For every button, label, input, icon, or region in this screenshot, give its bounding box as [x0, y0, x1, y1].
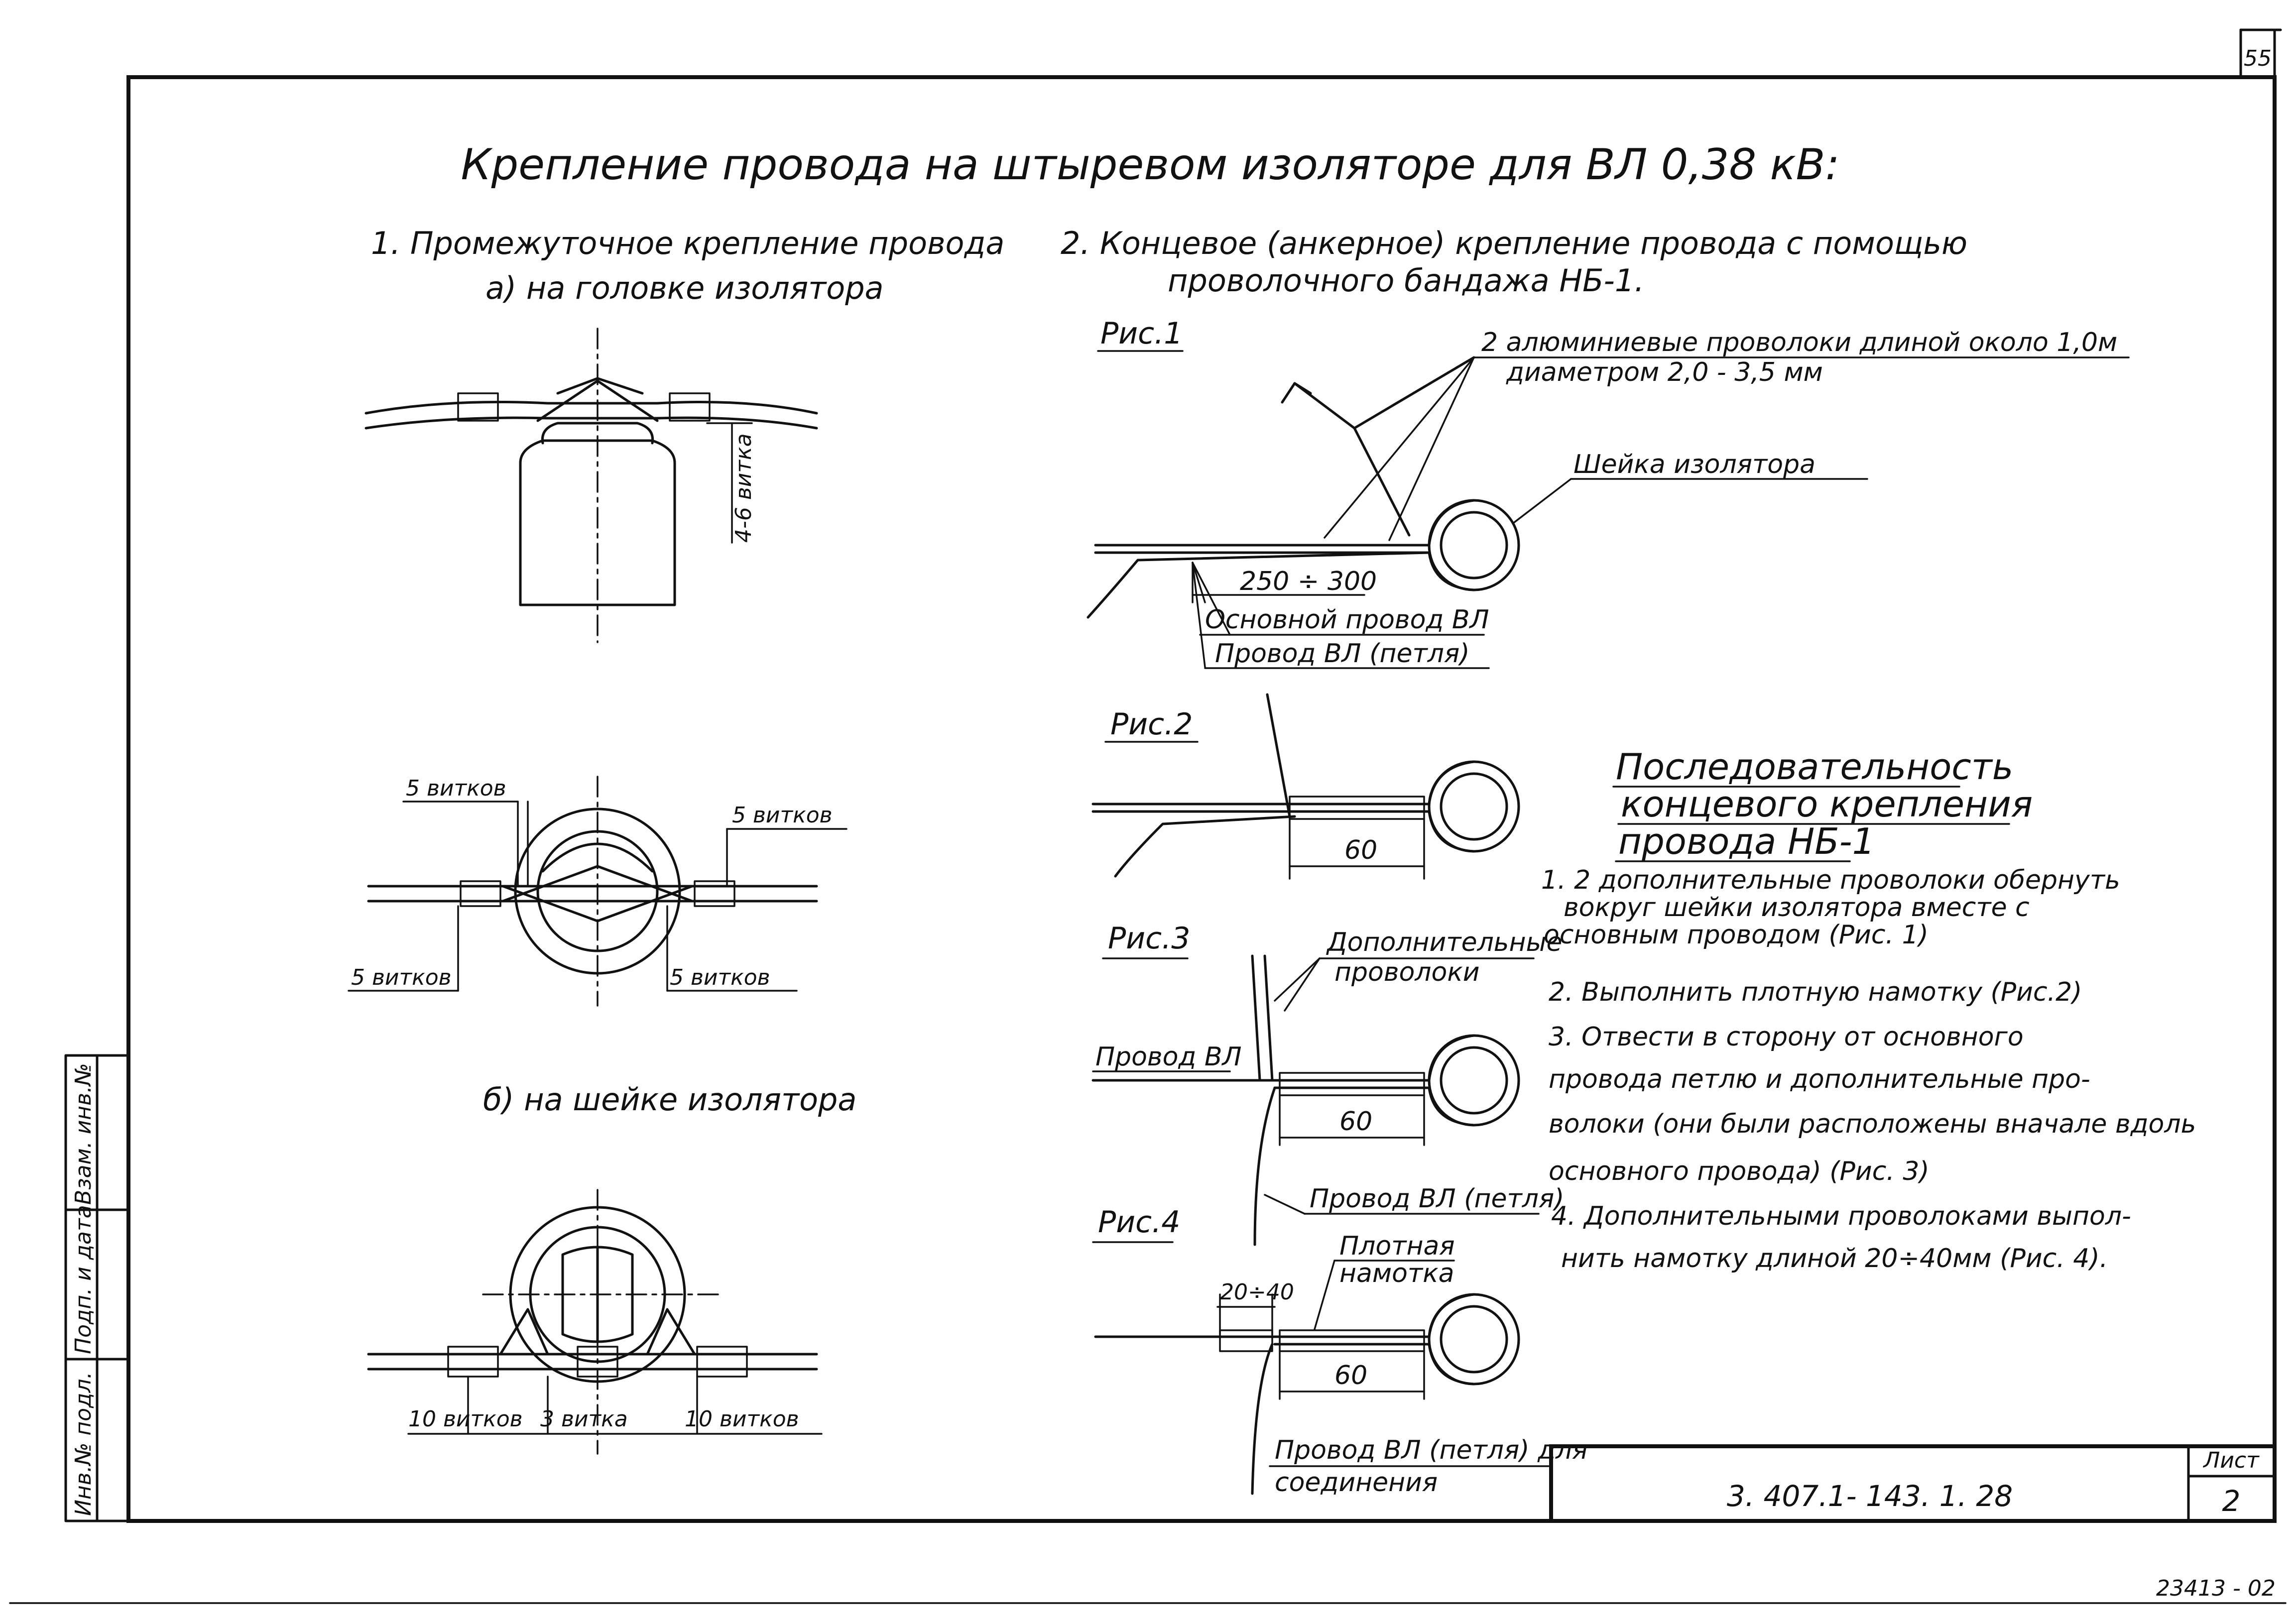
side-strip: Инв.№ подл. Подп. и дата Взам. инв.№ [64, 1054, 130, 1522]
label-neck-left: 10 витков [408, 1406, 523, 1432]
section1-sub-b: б) на шейке изолятора [483, 1081, 856, 1118]
fig1-wires-line2: диаметром 2,0 - 3,5 мм [1506, 357, 1823, 387]
page-number: 55 [2244, 46, 2272, 71]
fig1-loop-wire: Провод ВЛ (петля) [1215, 639, 1470, 669]
seq-step2: 2. Выполнить плотную намотку (Рис.2) [1549, 977, 2082, 1007]
figure-1: Рис.1 2 алюминиевые проволоки длиной око… [1087, 316, 2130, 669]
fig3-dim: 60 [1339, 1107, 1372, 1137]
fig3-extra-line2: проволоки [1334, 957, 1480, 987]
fig1-dim: 250 ÷ 300 [1240, 567, 1377, 596]
seq-step3-line3: волоки (они были расположены вначале вдо… [1549, 1109, 2196, 1139]
seq-heading-line3: провода НБ-1 [1618, 820, 1875, 862]
fig1-wires-line1: 2 алюминиевые проволоки длиной около 1,0… [1481, 328, 2117, 357]
fig3-label: Рис.3 [1108, 921, 1190, 956]
label-turns-head: 4-6 витка [731, 433, 756, 543]
insulator-neck-view: 10 витков 3 витка 10 витков [367, 1189, 823, 1455]
fig4-label: Рис.4 [1098, 1205, 1180, 1240]
side-podp-data: Подп. и дата [71, 1205, 96, 1354]
drawing-frame: 55 [9, 28, 2287, 1604]
fig1-main-wire: Основной провод ВЛ [1205, 605, 1489, 635]
sequence-block: Последовательность концевого крепления п… [1541, 746, 2196, 1274]
stamp-sheet-label: Лист [2202, 1448, 2260, 1473]
label-bottom-left: 5 витков [351, 965, 452, 990]
side-vzam-inv: Взам. инв.№ [71, 1063, 96, 1205]
seq-step4-line2: нить намотку длиной 20÷40мм (Рис. 4). [1561, 1244, 2108, 1274]
label-neck-mid: 3 витка [540, 1406, 628, 1432]
figure-3: Рис.3 Дополнительные проволоки Провод ВЛ… [1091, 921, 1565, 1246]
figure-4: Рис.4 Плотная намотка 20÷40 60 Провод ВЛ… [1092, 1205, 1588, 1498]
footer-code: 23413 - 02 [2156, 1576, 2276, 1601]
seq-step4-line1: 4. Дополнительными проволоками выпол- [1551, 1201, 2131, 1231]
fig4-join-line1: Провод ВЛ (петля) для [1275, 1435, 1588, 1465]
page-title: Крепление провода на штыревом изоляторе … [461, 140, 1840, 190]
fig3-extra-line1: Дополнительные [1326, 927, 1563, 957]
insulator-head-side-view: 4-6 витка [364, 328, 818, 643]
label-bottom-right: 5 витков [670, 965, 770, 990]
fig1-neck: Шейка изолятора [1573, 450, 1815, 479]
fig4-dense-line1: Плотная [1339, 1231, 1455, 1261]
fig4-dim-small: 20÷40 [1220, 1279, 1294, 1305]
seq-step1-line3: основным проводом (Рис. 1) [1544, 920, 1929, 950]
fig4-join-line2: соединения [1275, 1468, 1438, 1498]
title-stamp: 3. 407.1- 143. 1. 28 Лист 2 [1549, 1444, 2277, 1523]
side-inv-podl: Инв.№ подл. [71, 1372, 96, 1516]
insulator-head-top-view: 5 витков 5 витков 5 витков 5 витков [348, 776, 847, 1007]
fig2-label: Рис.2 [1110, 707, 1193, 742]
section1-heading: 1. Промежуточное крепление провода [371, 225, 1004, 261]
fig1-label: Рис.1 [1100, 316, 1183, 351]
stamp-code: 3. 407.1- 143. 1. 28 [1727, 1479, 2013, 1513]
section2-heading-line2: проволочного бандажа НБ-1. [1168, 262, 1644, 299]
fig4-dim: 60 [1334, 1361, 1367, 1391]
seq-step1-line2: вокруг шейки изолятора вместе с [1564, 893, 2030, 923]
label-top-left: 5 витков [406, 776, 506, 801]
section1-sub-a: а) на головке изолятора [485, 270, 884, 306]
fig2-dim: 60 [1344, 835, 1377, 865]
label-top-right: 5 витков [732, 803, 833, 828]
stamp-sheet-number: 2 [2222, 1484, 2241, 1518]
seq-heading-line1: Последовательность [1616, 746, 2013, 788]
seq-step3-line2: провода петлю и дополнительные про- [1549, 1064, 2090, 1094]
fig3-wire: Провод ВЛ [1095, 1042, 1242, 1072]
section2-heading-line1: 2. Концевое (анкерное) крепление провода… [1061, 225, 1967, 261]
seq-step3-line1: 3. Отвести в сторону от основного [1549, 1022, 2024, 1052]
label-neck-right: 10 витков [685, 1406, 799, 1432]
seq-heading-line2: концевого крепления [1621, 783, 2033, 825]
fig4-dense-line2: намотка [1339, 1259, 1454, 1288]
fig3-loop: Провод ВЛ (петля) [1310, 1184, 1565, 1214]
seq-step1-line1: 1. 2 дополнительные проволоки обернуть [1541, 865, 2120, 895]
seq-step3-line4: основного провода) (Рис. 3) [1549, 1157, 1930, 1186]
figure-2: Рис.2 60 [1091, 693, 1520, 880]
